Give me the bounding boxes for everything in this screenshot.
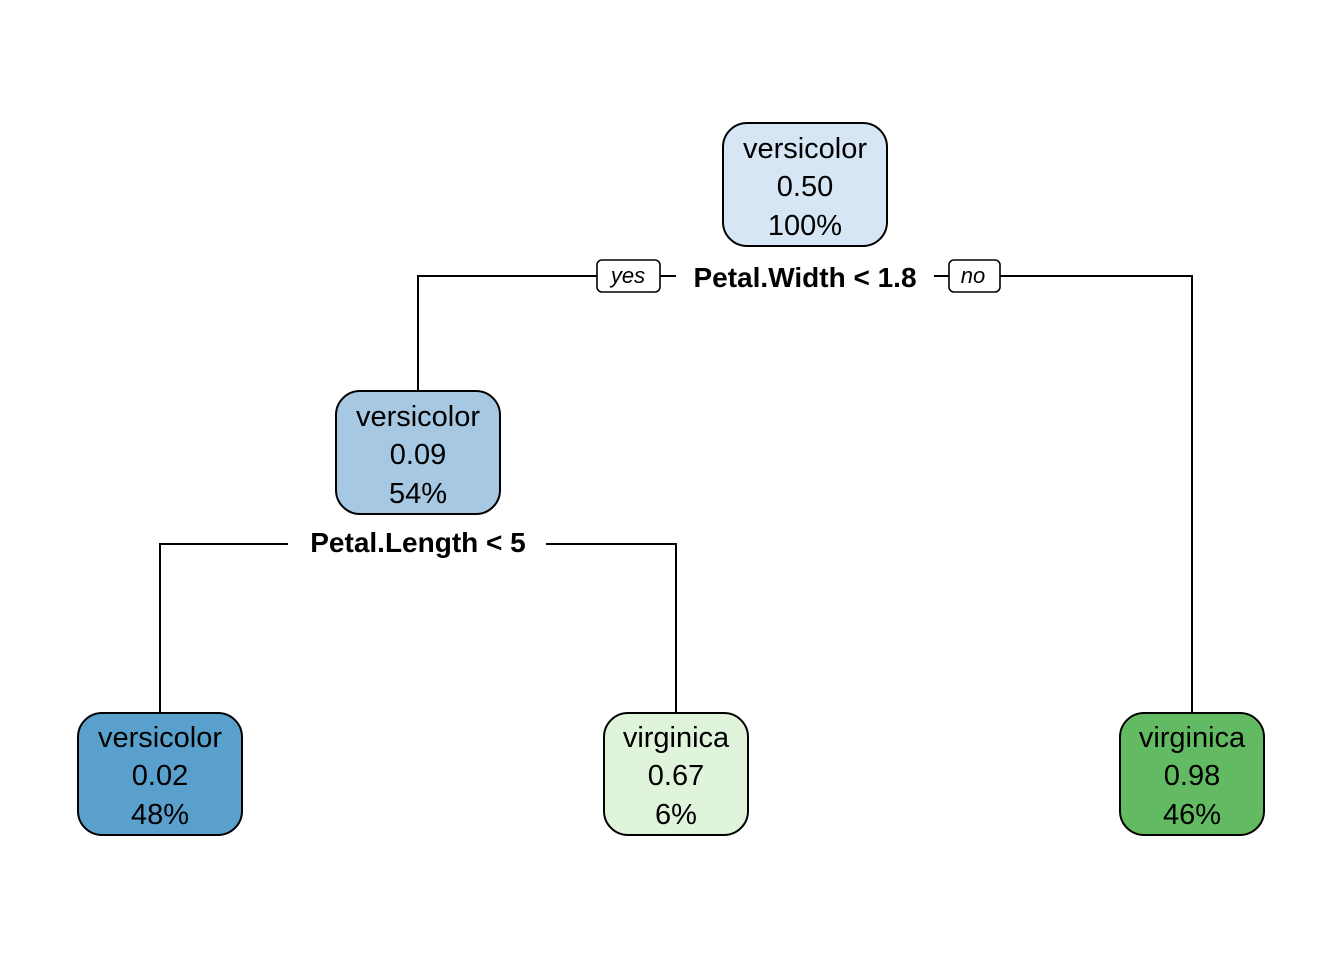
- node-root-box: [722, 122, 888, 247]
- node-root-prob: 0.50: [777, 171, 833, 203]
- leaf-1-prob: 0.02: [132, 760, 188, 792]
- leaf-1-box: [77, 712, 243, 836]
- edge-left-to-leaf-2: [546, 543, 677, 712]
- leaf-1-pct: 48%: [131, 799, 189, 831]
- leaf-3-class: virginica: [1139, 722, 1246, 754]
- yes-tag-box: [596, 259, 661, 293]
- node-left-box: [335, 390, 501, 515]
- edge-left-to-leaf-1: [159, 543, 288, 712]
- no-tag-label: no: [961, 263, 985, 288]
- edge-root-to-right-leaf: [1000, 275, 1193, 712]
- leaf-2-class: virginica: [623, 722, 730, 754]
- split-root-label: Petal.Width < 1.8: [693, 262, 916, 293]
- leaf-1-class: versicolor: [98, 722, 222, 754]
- node-left: versicolor 0.09 54%: [335, 390, 501, 515]
- edge-root-to-left: [417, 275, 598, 390]
- leaf-3-box: [1119, 712, 1265, 836]
- leaf-node-2: virginica 0.67 6%: [603, 712, 749, 836]
- tree-edges: [159, 275, 1193, 712]
- leaf-2-box: [603, 712, 749, 836]
- leaf-node-1: versicolor 0.02 48%: [77, 712, 243, 836]
- node-root-pct: 100%: [768, 210, 842, 242]
- node-left-class: versicolor: [356, 401, 480, 433]
- yes-tag-label: yes: [609, 263, 645, 288]
- node-root: versicolor 0.50 100%: [722, 122, 888, 247]
- node-root-class: versicolor: [743, 133, 867, 165]
- node-left-prob: 0.09: [390, 439, 446, 471]
- split-root: yes Petal.Width < 1.8 no: [596, 259, 1001, 293]
- node-left-pct: 54%: [389, 478, 447, 510]
- leaf-3-prob: 0.98: [1164, 760, 1220, 792]
- split-left-label: Petal.Length < 5: [310, 527, 526, 558]
- leaf-2-pct: 6%: [655, 799, 697, 831]
- leaf-2-prob: 0.67: [648, 760, 704, 792]
- leaf-3-pct: 46%: [1163, 799, 1221, 831]
- no-tag-box: [948, 259, 1001, 293]
- leaf-node-3: virginica 0.98 46%: [1119, 712, 1265, 836]
